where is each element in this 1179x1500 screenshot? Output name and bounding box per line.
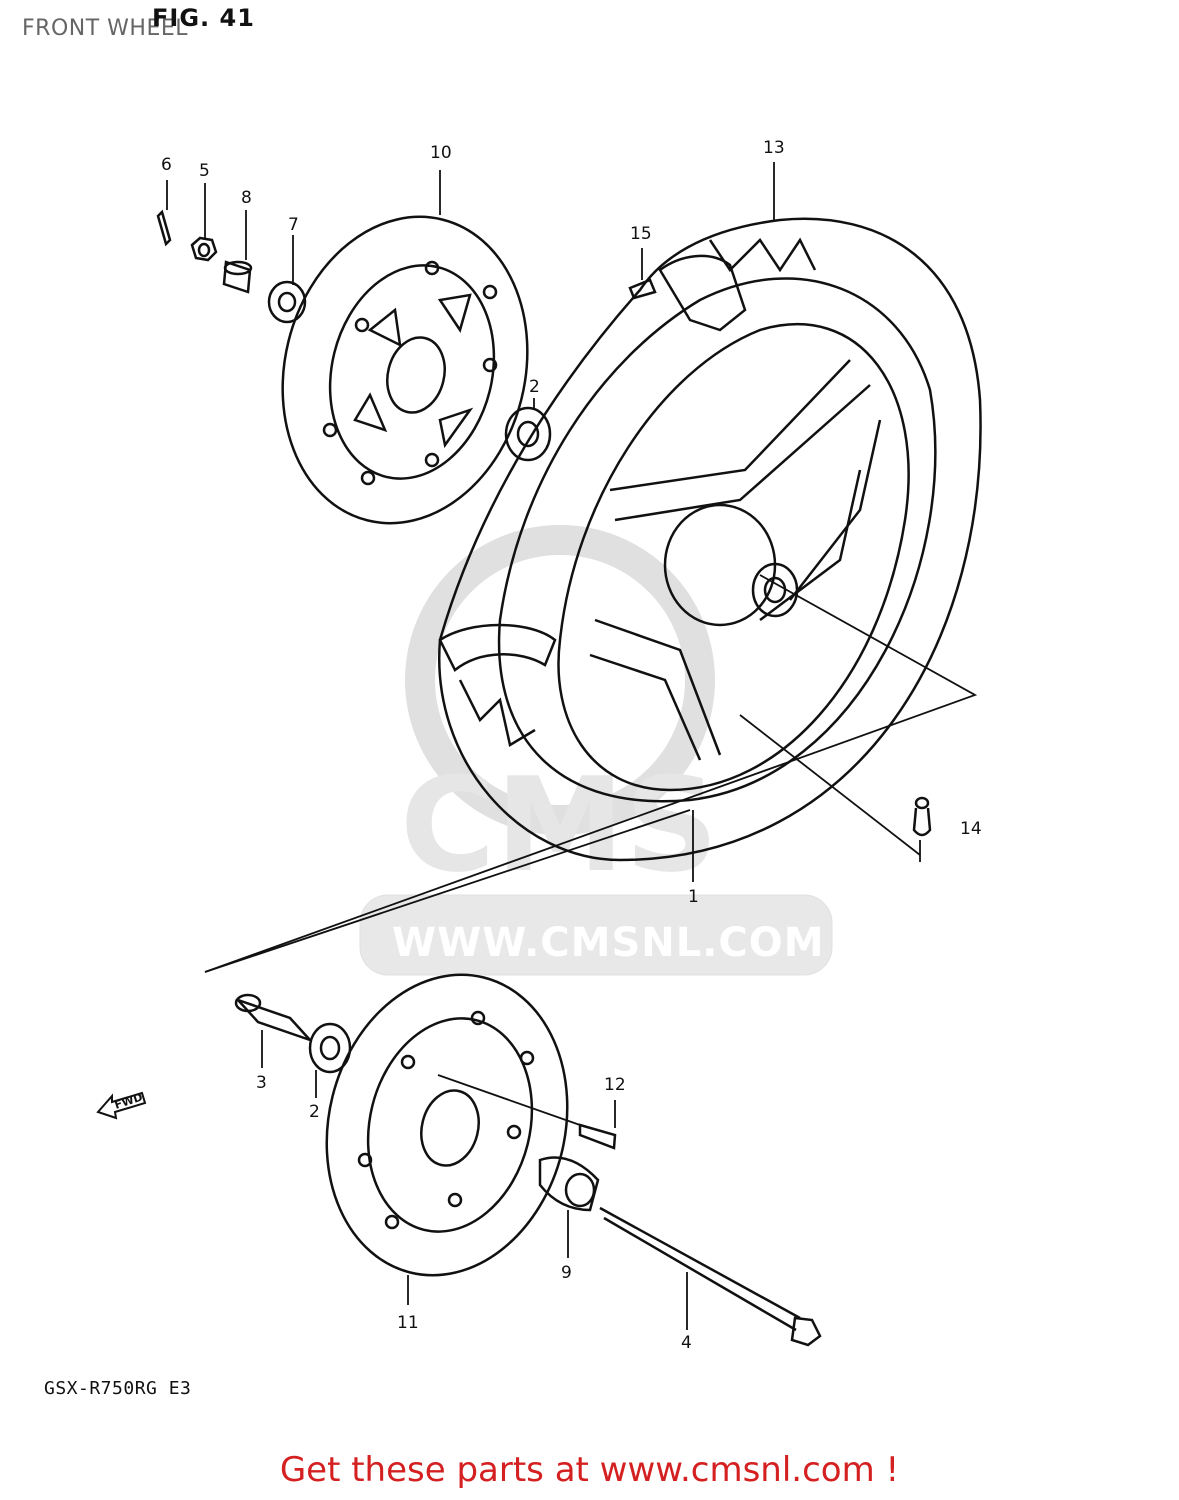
callout-10: 10	[430, 143, 452, 163]
watermark-url: WWW.CMSNL.COM	[392, 920, 825, 966]
callout-3: 3	[256, 1073, 267, 1093]
front-wheel-with-tyre	[437, 217, 982, 862]
callout-12: 12	[604, 1075, 626, 1095]
model-label: GSX-R750RG E3	[44, 1378, 192, 1399]
callout-7: 7	[288, 215, 299, 235]
callout-6: 6	[161, 155, 172, 175]
axle-hardware-upper	[156, 209, 552, 462]
promo-banner-link[interactable]: Get these parts at www.cmsnl.com !	[279, 1450, 900, 1490]
callout-14: 14	[960, 819, 982, 839]
callout-13: 13	[763, 138, 785, 158]
leader-lines	[166, 162, 978, 1330]
tyre-valve	[628, 278, 932, 837]
callout-1: 1	[688, 887, 699, 907]
front-brake-disc-lower	[325, 973, 569, 1277]
callout-15: 15	[630, 224, 652, 244]
callout-11: 11	[397, 1313, 419, 1333]
callout-numbers: 1 2 2 3 4 5 6 7 8 9 10 11 12 13 14 15	[161, 138, 982, 1353]
forward-direction-arrow-icon: FWD	[96, 1091, 147, 1120]
callout-4: 4	[681, 1333, 692, 1353]
front-brake-disc-upper	[281, 215, 529, 525]
page-title: FRONT WHEEL	[22, 16, 188, 41]
callout-2-upper: 2	[529, 377, 540, 397]
axle-hardware-lower	[234, 993, 822, 1347]
figure-label: FIG. 41	[152, 4, 255, 32]
callout-8: 8	[241, 188, 252, 208]
callout-5: 5	[199, 161, 210, 181]
callout-2-lower: 2	[309, 1102, 320, 1122]
callout-9: 9	[561, 1263, 572, 1283]
